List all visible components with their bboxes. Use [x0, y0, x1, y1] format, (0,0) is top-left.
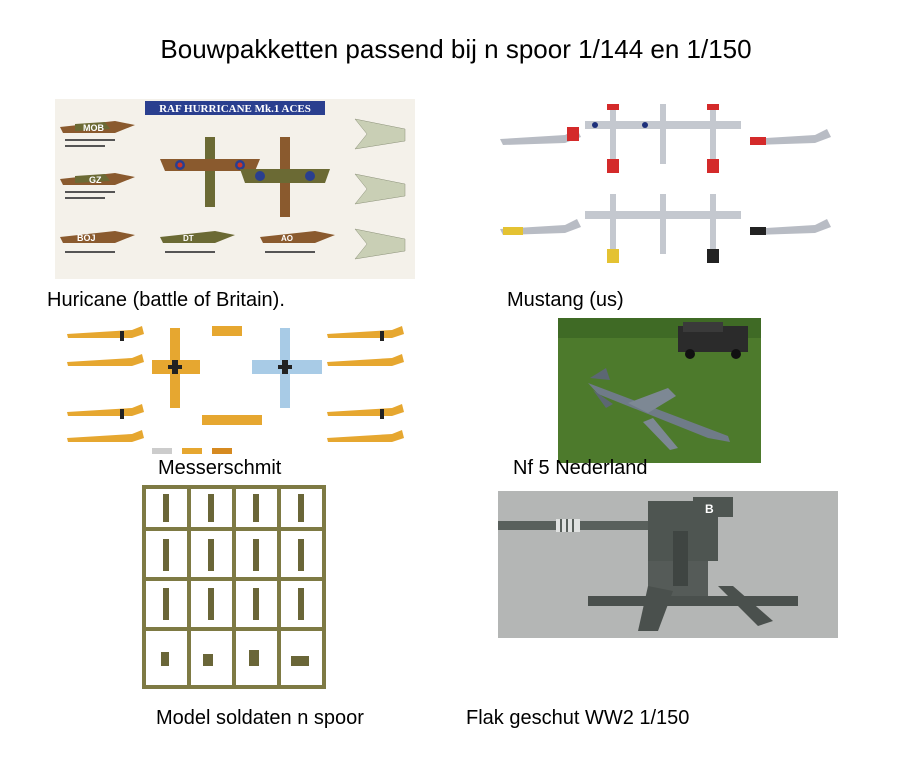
flak-marking: B — [705, 502, 714, 516]
hurricane-decal-image: RAF HURRICANE Mk.1 ACES MOB GZ BOJ DT AO — [55, 99, 415, 279]
sheet-title-text: RAF HURRICANE Mk.1 ACES — [159, 103, 311, 115]
page-title: Bouwpakketten passend bij n spoor 1/144 … — [160, 34, 752, 64]
messerschmitt-decal-image — [62, 320, 405, 458]
caption-flak: Flak geschut WW2 1/150 — [466, 707, 690, 729]
mustang-decal-image — [495, 99, 840, 271]
soldiers-sprue-photo — [141, 484, 327, 690]
caption-mustang: Mustang (us) — [507, 289, 624, 311]
caption-messerschmitt: Messerschmit — [158, 457, 282, 479]
caption-nf5: Nf 5 Nederland — [513, 457, 648, 479]
code-dt: DT — [183, 234, 194, 243]
nf5-model-photo — [558, 318, 761, 463]
code-ao: AO — [281, 234, 293, 243]
caption-soldiers: Model soldaten n spoor — [156, 707, 364, 729]
code-gz: GZ — [89, 175, 102, 185]
code-mob: MOB — [83, 123, 104, 133]
code-boj: BOJ — [77, 233, 96, 243]
flak-gun-photo: B — [498, 491, 838, 638]
caption-hurricane: Huricane (battle of Britain). — [47, 289, 285, 311]
